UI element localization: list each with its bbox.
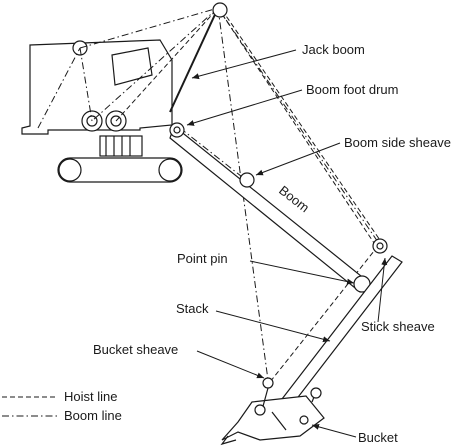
label-bucket-sheave: Bucket sheave: [93, 342, 178, 357]
boom-foot-drum: [169, 122, 185, 138]
stick-sheave: [372, 238, 388, 254]
label-jack-boom: Jack boom: [302, 42, 365, 57]
crawler-track: [57, 157, 183, 183]
label-boom: Boom: [276, 183, 312, 216]
label-stick-sheave: Stick sheave: [361, 319, 435, 334]
legend-hoist-line: Hoist line: [64, 389, 117, 404]
label-bucket: Bucket: [358, 430, 398, 445]
boom-side-sheave: [239, 172, 255, 188]
legend-boom-line: Boom line: [64, 408, 122, 423]
legend: Hoist line Boom line: [2, 389, 122, 423]
turntable-base: [99, 135, 143, 157]
bucket-sheave: [262, 377, 274, 389]
jack-boom-sheave: [212, 2, 228, 18]
jack-boom: [169, 7, 219, 113]
label-boom-side-sheave: Boom side sheave: [344, 135, 451, 150]
hoist-line-ropes: [115, 7, 385, 383]
machine-house: [21, 39, 173, 157]
cab-window: [111, 47, 153, 86]
boom: [169, 122, 371, 293]
label-point-pin: Point pin: [177, 251, 228, 266]
leader-lines: [186, 49, 388, 438]
bucket: [220, 377, 325, 446]
boom-line-ropes: [37, 7, 381, 381]
label-stack: Stack: [176, 301, 209, 316]
label-boom-foot-drum: Boom foot drum: [306, 82, 399, 97]
